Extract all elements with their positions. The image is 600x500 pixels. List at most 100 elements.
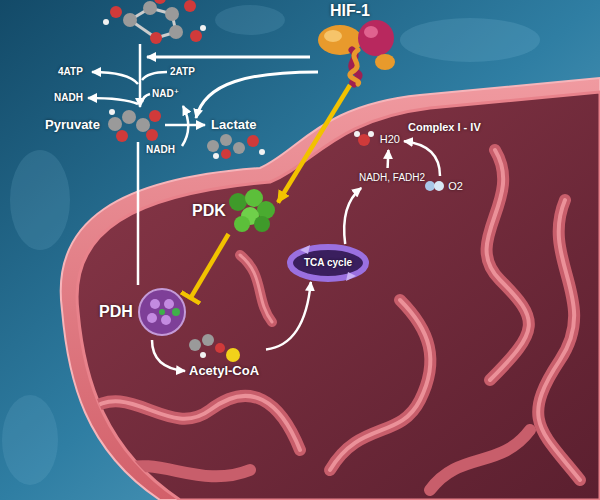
water-molecule	[368, 131, 374, 137]
background	[400, 18, 540, 62]
node-text: Pyruvate	[45, 118, 100, 133]
oxygen-molecule	[434, 181, 444, 191]
glucose-molecule	[143, 1, 157, 15]
metabolite-label: Pyruvate	[40, 108, 165, 142]
cofactor-label: NADH	[54, 92, 83, 104]
lactate-molecule	[247, 135, 259, 147]
acetyl-coa-molecule	[189, 334, 240, 362]
lactate-molecule	[221, 149, 231, 159]
background	[2, 395, 58, 485]
pdk-protein	[257, 201, 275, 219]
molecule-label: H20	[352, 128, 404, 150]
complex-label: Complex I - IV	[408, 121, 481, 134]
mitochondrion	[240, 255, 272, 322]
acetyl-coa-molecule	[226, 348, 240, 362]
arrow-connector	[165, 124, 205, 127]
glucose-molecule	[154, 0, 166, 4]
cofactor-label: NADH, FADH2	[348, 168, 436, 188]
pdh-complex	[172, 308, 180, 316]
arrow-connector	[278, 85, 350, 203]
lactate-molecule	[233, 142, 245, 154]
cycle-label: TCA cycle	[285, 244, 371, 282]
pyruvate-molecule	[136, 118, 150, 132]
pdh-complex	[147, 313, 157, 323]
background	[10, 150, 70, 250]
arrow-connector	[386, 150, 389, 168]
node-text: TCA cycle	[304, 257, 352, 269]
tca-cycle-ring	[300, 245, 310, 254]
mitochondrion	[240, 255, 272, 322]
pdh-complex	[139, 289, 185, 335]
tca-cycle-ring	[290, 245, 366, 281]
pdh-complex	[164, 299, 174, 309]
arrow-connector	[344, 188, 361, 244]
glycolysis-arrows	[88, 98, 138, 104]
lactate-molecule	[207, 134, 265, 159]
tca-cycle-ring	[346, 272, 356, 281]
pdk-protein	[234, 216, 250, 232]
mitochondrion	[330, 300, 430, 470]
glucose-molecule	[110, 6, 122, 18]
hif-protein	[324, 30, 342, 42]
glycolysis-arrows	[139, 44, 142, 107]
water-molecule	[354, 131, 374, 146]
pyruvate-molecule	[108, 109, 161, 142]
pdk-protein	[229, 193, 247, 211]
mitochondrion	[90, 150, 580, 490]
glycolysis-arrows	[92, 72, 138, 84]
pdh-complex	[139, 289, 185, 335]
node-text: Acetyl-CoA	[189, 364, 259, 379]
enzyme-label: PDH	[95, 285, 190, 340]
glucose-molecule	[169, 25, 183, 39]
pdk-protein	[254, 216, 270, 232]
node-text: Lactate	[211, 118, 257, 133]
pyruvate-molecule	[108, 117, 122, 131]
tca-cycle-ring	[290, 247, 366, 279]
glucose-molecule	[150, 32, 162, 44]
lactate-molecule	[259, 149, 265, 155]
glycolysis-arrows	[142, 94, 150, 102]
water-molecule	[354, 131, 360, 137]
lactate-molecule	[220, 134, 232, 146]
background	[215, 5, 285, 35]
arrow-connector	[266, 282, 311, 349]
oxygen-molecule	[425, 181, 444, 191]
pdh-complex	[150, 299, 160, 309]
mitochondrion	[90, 396, 300, 450]
lactate-molecule	[213, 153, 219, 159]
atp-label: 2ATP	[170, 66, 195, 78]
mitochondrion	[487, 150, 529, 380]
acetyl-coa-molecule	[189, 339, 201, 351]
glucose-molecule	[103, 19, 109, 25]
pdk-protein	[229, 189, 275, 232]
glucose-molecule	[200, 25, 206, 31]
glycolysis-arrows	[142, 72, 167, 80]
arrow-connector	[137, 142, 140, 285]
node-text: NADH, FADH2	[359, 172, 425, 184]
arrow-connector	[152, 340, 185, 371]
pyruvate-molecule	[146, 129, 158, 141]
acetyl-coa-molecule	[215, 343, 225, 353]
inhibition-connector	[190, 234, 229, 299]
node-text: PDK	[192, 202, 226, 220]
metabolite-label: Acetyl-CoA	[185, 335, 266, 383]
mitochondrion	[330, 300, 430, 470]
hif-arrows	[147, 56, 310, 59]
node-text: PDH	[99, 303, 133, 321]
cofactor-label: NADH	[146, 144, 175, 156]
glucose-molecule	[123, 13, 137, 27]
arrow-connector	[404, 141, 440, 176]
glucose-molecule	[103, 0, 206, 44]
node-text: HIF-1	[330, 2, 370, 20]
mitochondrion	[538, 200, 580, 480]
pyruvate-molecule	[109, 109, 115, 115]
water-molecule	[358, 134, 370, 146]
pdh-complex	[159, 309, 165, 315]
hif-protein	[358, 20, 394, 56]
lactate-molecule	[207, 140, 219, 152]
mitochondrion	[487, 150, 529, 380]
